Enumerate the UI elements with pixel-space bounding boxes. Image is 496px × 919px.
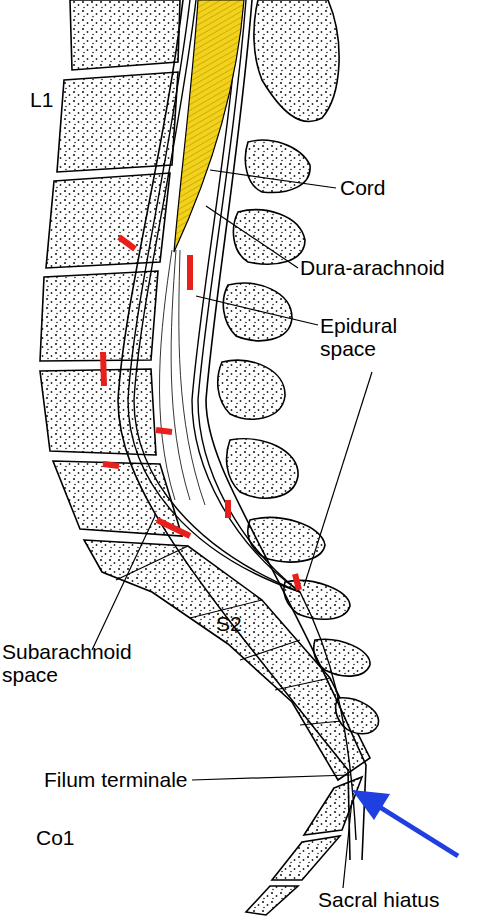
canal-wall <box>206 0 366 860</box>
anatomy-label: Dura-arachnoid <box>300 256 490 279</box>
red-markers <box>103 237 299 590</box>
anatomy-label: Cord <box>340 176 460 199</box>
arrow-shaft <box>378 806 458 856</box>
leader-line <box>192 775 350 780</box>
leader-line <box>206 206 298 268</box>
spinous-process <box>218 360 285 419</box>
red-marker <box>103 352 104 386</box>
vertebral-body <box>57 72 178 172</box>
red-marker <box>157 520 190 536</box>
red-marker <box>103 464 119 466</box>
blue-arrow <box>352 790 458 856</box>
vertebral-body <box>40 271 158 361</box>
leader-line <box>92 516 155 650</box>
spinous-processes <box>218 0 379 734</box>
dura-line <box>134 0 300 592</box>
cauda-equina <box>160 250 205 505</box>
spinous-process <box>254 0 339 122</box>
dural-sac <box>128 0 300 592</box>
anatomy-label: Co1 <box>36 826 96 849</box>
anatomy-label: Sacral hiatus <box>318 888 496 911</box>
nerve-root <box>160 250 175 500</box>
spinous-process <box>223 283 292 340</box>
spinous-process <box>245 140 310 192</box>
anatomy-label: Epidural space <box>320 314 420 360</box>
anatomy-label: Subarachnoid space <box>2 640 152 686</box>
nerve-root <box>179 250 205 505</box>
red-marker <box>119 237 135 249</box>
leader-line <box>196 296 318 325</box>
vertebral-body <box>70 0 180 70</box>
sacral-segment-lines <box>116 546 352 725</box>
red-marker <box>156 430 172 432</box>
dura-line <box>128 0 300 592</box>
red-marker <box>225 500 231 518</box>
leader-line <box>343 800 352 888</box>
vertebral-bodies <box>40 0 370 915</box>
red-marker <box>187 255 193 290</box>
red-marker <box>295 574 299 590</box>
spinous-process <box>227 439 299 498</box>
filum-terminale <box>300 592 356 840</box>
leader-line <box>210 170 336 188</box>
leader-line <box>304 372 372 586</box>
anatomy-label: S2 <box>216 612 276 635</box>
coccyx-segment <box>272 836 340 880</box>
segment-line <box>240 640 300 660</box>
canal-wall <box>118 0 350 860</box>
anatomy-label: Filum terminale <box>44 768 244 791</box>
spinous-process <box>233 210 305 264</box>
vertebral-body <box>40 369 156 455</box>
arrow-head <box>352 790 390 820</box>
coccyx-segment <box>246 886 298 915</box>
spinal-cord <box>174 0 244 252</box>
spinal-canal <box>118 0 366 860</box>
anatomy-label: L1 <box>30 88 90 111</box>
